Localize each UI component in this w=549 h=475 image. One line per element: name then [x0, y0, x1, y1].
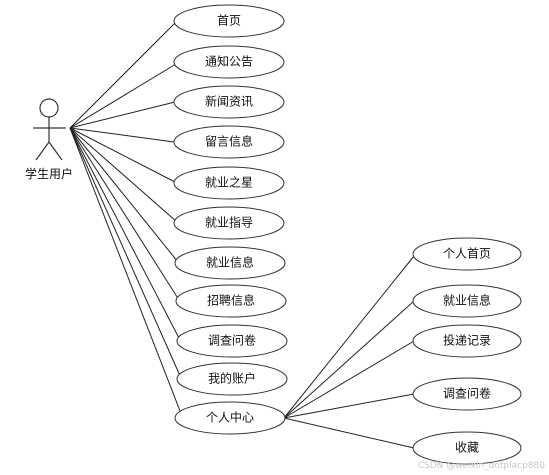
actor-left-leg	[35, 141, 50, 161]
assoc-employment	[69, 127, 179, 263]
assoc-sub-survey	[283, 393, 415, 419]
assoc-home	[69, 19, 179, 129]
sub-use-case-label: 收藏	[455, 441, 479, 455]
sub-use-case-delivery[interactable]: 投递记录	[412, 324, 522, 358]
use-case-guidance[interactable]: 就业指导	[173, 206, 285, 240]
sub-use-case-label: 投递记录	[443, 333, 491, 348]
use-case-notice[interactable]: 通知公告	[173, 45, 285, 79]
use-case-label: 新闻资讯	[205, 94, 253, 109]
use-case-home[interactable]: 首页	[173, 4, 285, 38]
assoc-personal-home	[283, 255, 415, 419]
use-case-survey[interactable]: 调查问卷	[176, 324, 288, 358]
use-case-label: 就业之星	[205, 176, 253, 190]
assoc-sub-employment	[283, 300, 415, 419]
sub-use-case-label: 就业信息	[443, 293, 491, 308]
actor-associations	[69, 19, 183, 417]
assoc-guidance	[69, 127, 178, 223]
watermark-text: CSDN @weixin_dotplacp880	[418, 461, 546, 471]
use-case-account[interactable]: 我的账户	[176, 362, 288, 396]
assoc-news	[69, 101, 176, 129]
sub-use-case-personal-home[interactable]: 个人首页	[412, 237, 522, 271]
assoc-recruit	[69, 127, 180, 301]
use-case-label: 调查问卷	[208, 333, 256, 348]
assoc-center	[69, 127, 183, 417]
sub-use-case-label: 调查问卷	[443, 386, 491, 401]
use-case-employment[interactable]: 就业信息	[174, 246, 286, 280]
use-case-label: 我的账户	[208, 371, 256, 386]
use-case-label: 个人中心	[206, 410, 254, 425]
use-case-news[interactable]: 新闻资讯	[173, 85, 285, 119]
assoc-account	[69, 127, 182, 379]
use-case-label: 招聘信息	[207, 293, 255, 308]
assoc-star	[69, 127, 176, 183]
assoc-survey	[69, 127, 181, 341]
actor-label: 学生用户	[25, 166, 73, 181]
sub-use-case-favorites[interactable]: 收藏	[412, 431, 522, 465]
assoc-delivery	[283, 340, 415, 419]
use-case-label: 首页	[217, 14, 241, 28]
assoc-favorites	[283, 417, 415, 449]
use-case-recruit[interactable]: 招聘信息	[175, 284, 287, 318]
use-case-message[interactable]: 留言信息	[173, 125, 285, 159]
actor-head	[39, 98, 59, 118]
use-case-label: 留言信息	[205, 134, 253, 149]
use-case-label: 通知公告	[205, 55, 253, 69]
assoc-notice	[69, 63, 177, 129]
use-case-star[interactable]: 就业之星	[173, 166, 285, 200]
use-case-center[interactable]: 个人中心	[174, 401, 286, 435]
actor-student[interactable]: 学生用户	[25, 98, 73, 181]
use-case-label: 就业信息	[206, 255, 254, 270]
use-case-label: 就业指导	[205, 215, 253, 230]
sub-use-case-employment[interactable]: 就业信息	[412, 284, 522, 318]
actor-right-leg	[48, 141, 63, 161]
sub-use-case-survey[interactable]: 调查问卷	[412, 377, 522, 411]
assoc-message	[69, 127, 175, 143]
center-associations	[283, 255, 415, 449]
sub-use-case-label: 个人首页	[443, 247, 491, 261]
